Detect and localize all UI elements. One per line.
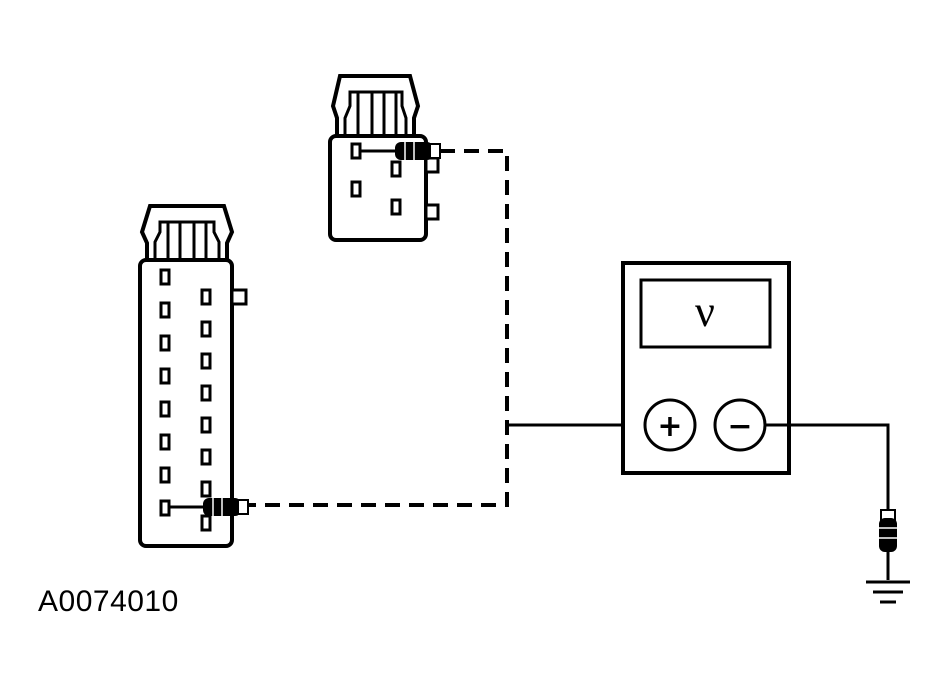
- negative-terminal-label: −: [727, 409, 752, 444]
- positive-terminal-label: +: [657, 409, 682, 444]
- positive-terminal: [643, 398, 697, 452]
- negative-lead: [765, 423, 890, 512]
- figure-id-label: A0074010: [38, 585, 179, 618]
- large-connector: [138, 204, 248, 548]
- meter-display-symbol: ν: [695, 287, 715, 336]
- probe-icon: [169, 498, 249, 516]
- jumper-wire: [248, 149, 509, 507]
- voltmeter-icon: ν + −: [621, 261, 791, 475]
- probe-icon: [879, 509, 897, 580]
- probe-icon: [360, 142, 441, 160]
- small-connector-pins: [350, 142, 402, 216]
- large-connector-pins-left: [159, 268, 171, 517]
- ground-icon: [866, 580, 910, 604]
- small-connector: [328, 74, 440, 242]
- large-connector-pins-right: [200, 288, 212, 532]
